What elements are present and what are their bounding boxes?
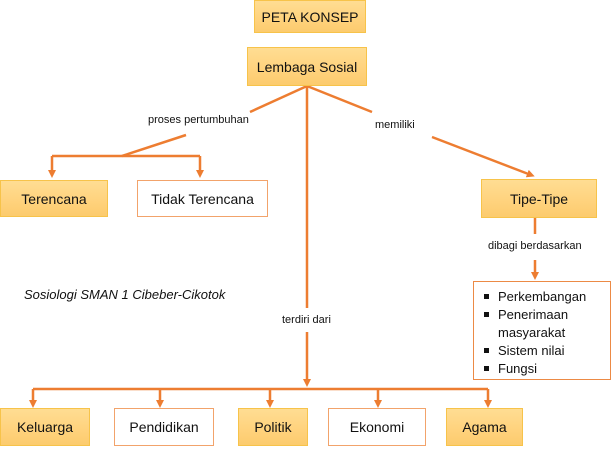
bullet-icon [484,294,489,299]
node-keluarga: Keluarga [0,408,90,446]
title-text: PETA KONSEP [261,8,359,25]
node-tipe-tipe: Tipe-Tipe [481,179,597,218]
has-connector-upper [306,84,373,114]
node-terencana-text: Terencana [21,190,87,207]
root-node: Lembaga Sosial [247,47,367,86]
node-politik-text: Politik [254,419,292,435]
node-ekonomi: Ekonomi [328,408,426,446]
consists-label: terdiri dari [280,314,333,326]
title-node: PETA KONSEP [254,0,366,33]
node-agama-text: Agama [462,419,507,435]
credit-text: Sosiologi SMAN 1 Cibeber-Cikotok [24,287,226,302]
list-item: Fungsi [482,360,604,378]
node-pendidikan-text: Pendidikan [129,419,199,435]
node-tidak-terencana-text: Tidak Terencana [151,190,254,207]
growth-label: proses pertumbuhan [146,114,251,126]
node-terencana: Terencana [0,180,108,217]
list-item: Penerimaan masyarakat [482,306,604,342]
list-item: Sistem nilai [482,342,604,360]
node-politik: Politik [238,408,308,446]
tipe-criteria-list: Perkembangan Penerimaan masyarakat Siste… [473,281,611,380]
node-pendidikan: Pendidikan [114,408,214,446]
bullet-icon [484,366,489,371]
node-tidak-terencana: Tidak Terencana [137,180,268,217]
growth-connector-upper [249,84,308,114]
has-connector-lower [431,135,535,178]
growth-connector-lower [121,133,187,158]
node-ekonomi-text: Ekonomi [349,419,405,435]
list-item: Perkembangan [482,288,604,306]
root-text: Lembaga Sosial [256,58,358,75]
bullet-icon [484,312,489,317]
bullet-icon [484,348,489,353]
node-tipe-tipe-text: Tipe-Tipe [509,190,569,207]
tipe-sub-label: dibagi berdasarkan [486,240,584,252]
node-agama: Agama [446,408,523,446]
has-label: memiliki [373,119,417,131]
node-keluarga-text: Keluarga [16,419,74,435]
